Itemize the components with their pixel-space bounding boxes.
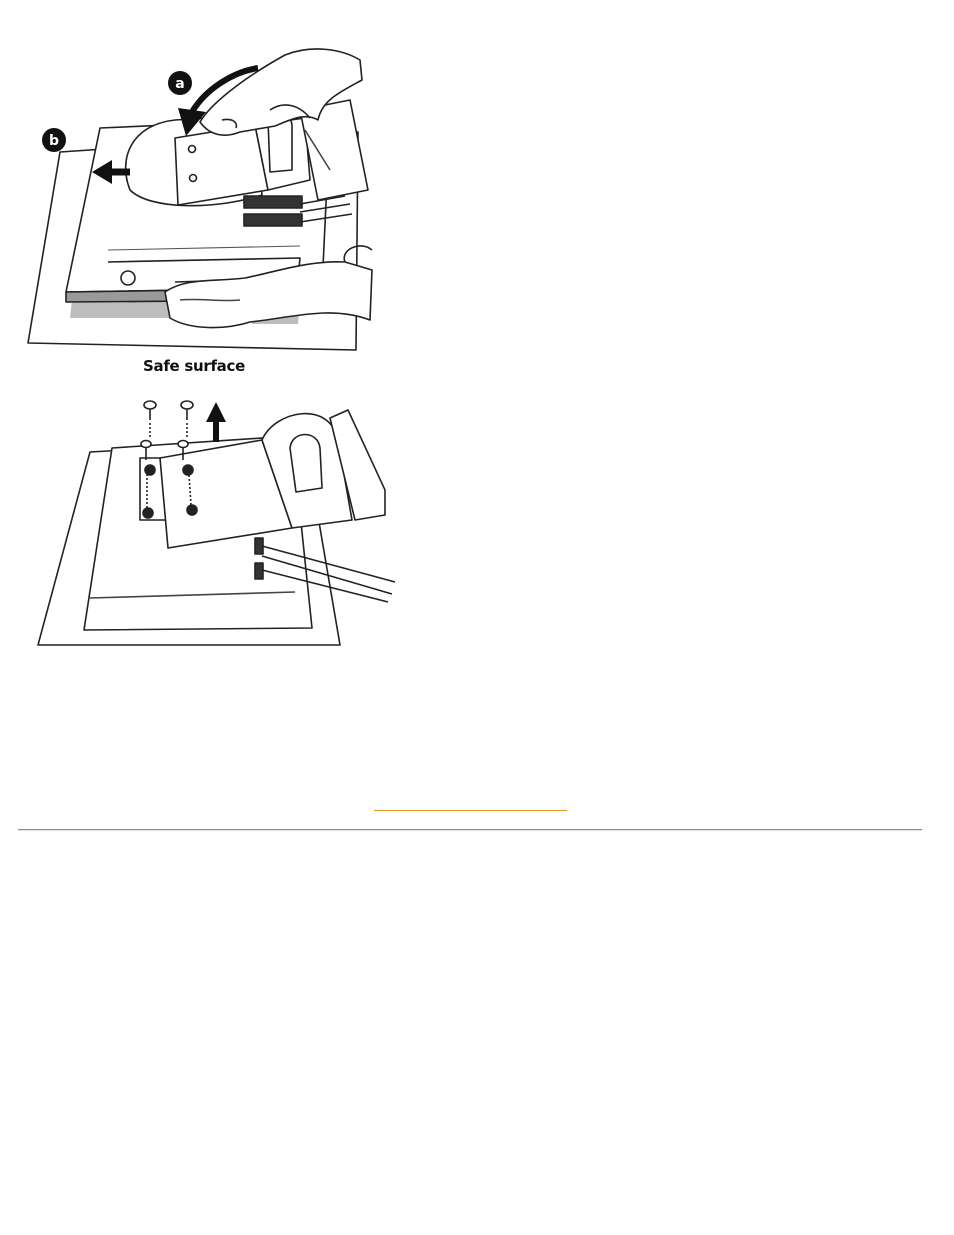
step-one-illustration <box>28 49 372 350</box>
step-a-label: a <box>175 76 184 92</box>
step-two-illustration <box>38 401 395 645</box>
stand-removal-illustration: a b <box>0 0 420 660</box>
return-to-top-link[interactable] <box>374 792 567 811</box>
step-b-badge: b <box>42 128 66 152</box>
step-a-badge: a <box>168 71 192 95</box>
figure-caption: Safe surface <box>143 357 245 375</box>
step-b-label: b <box>49 133 59 149</box>
horizontal-rule <box>18 829 922 831</box>
base-plate <box>175 125 268 205</box>
